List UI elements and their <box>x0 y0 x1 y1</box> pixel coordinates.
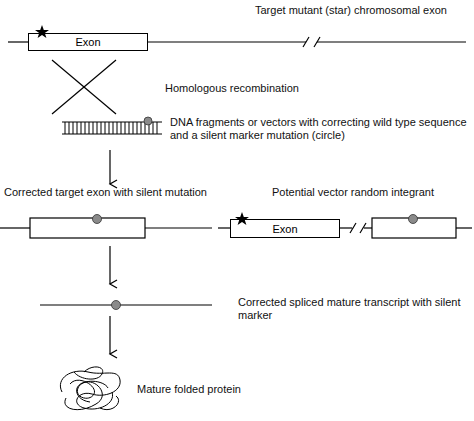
chromosome-line <box>145 227 212 228</box>
exon-box <box>30 218 145 238</box>
caption-label: Homologous recombination <box>165 82 299 95</box>
crossover-line <box>52 60 116 114</box>
break-mark <box>314 37 320 47</box>
caption-label: DNA fragments or vectors with correcting… <box>170 116 470 142</box>
chromosome-line <box>456 227 472 228</box>
folded-protein <box>60 367 120 410</box>
silent-marker <box>112 301 121 310</box>
exon-box: Exon <box>28 33 148 51</box>
exon-label: Exon <box>272 223 297 235</box>
caption-label: Corrected spliced mature transcript with… <box>238 296 468 322</box>
chromosome-line <box>218 227 230 228</box>
process-arrow <box>109 316 110 354</box>
break-mark <box>303 37 309 47</box>
chromosome-line <box>148 41 306 42</box>
process-arrow <box>109 150 110 184</box>
silent-marker <box>409 215 418 224</box>
caption-label: Potential vector random integrant <box>272 186 434 199</box>
chromosome-line <box>8 41 28 42</box>
crossover-line <box>52 60 116 114</box>
exon-box: Exon <box>230 219 340 238</box>
silent-marker <box>93 215 102 224</box>
break-mark <box>350 223 356 233</box>
chromosome-line <box>317 41 466 42</box>
chromosome-line <box>364 227 372 228</box>
process-arrow <box>109 246 110 284</box>
exon-label: Exon <box>75 36 100 48</box>
caption-label: Target mutant (star) chromosomal exon <box>255 4 447 17</box>
dna-rungs <box>65 122 157 134</box>
transcript-line <box>40 304 212 305</box>
chromosome-line <box>340 227 352 228</box>
mutation-star <box>35 25 49 38</box>
caption-label: Mature folded protein <box>137 383 241 396</box>
silent-marker <box>144 117 152 125</box>
caption-label: Corrected target exon with silent mutati… <box>4 186 207 199</box>
chromosome-line <box>0 227 30 228</box>
